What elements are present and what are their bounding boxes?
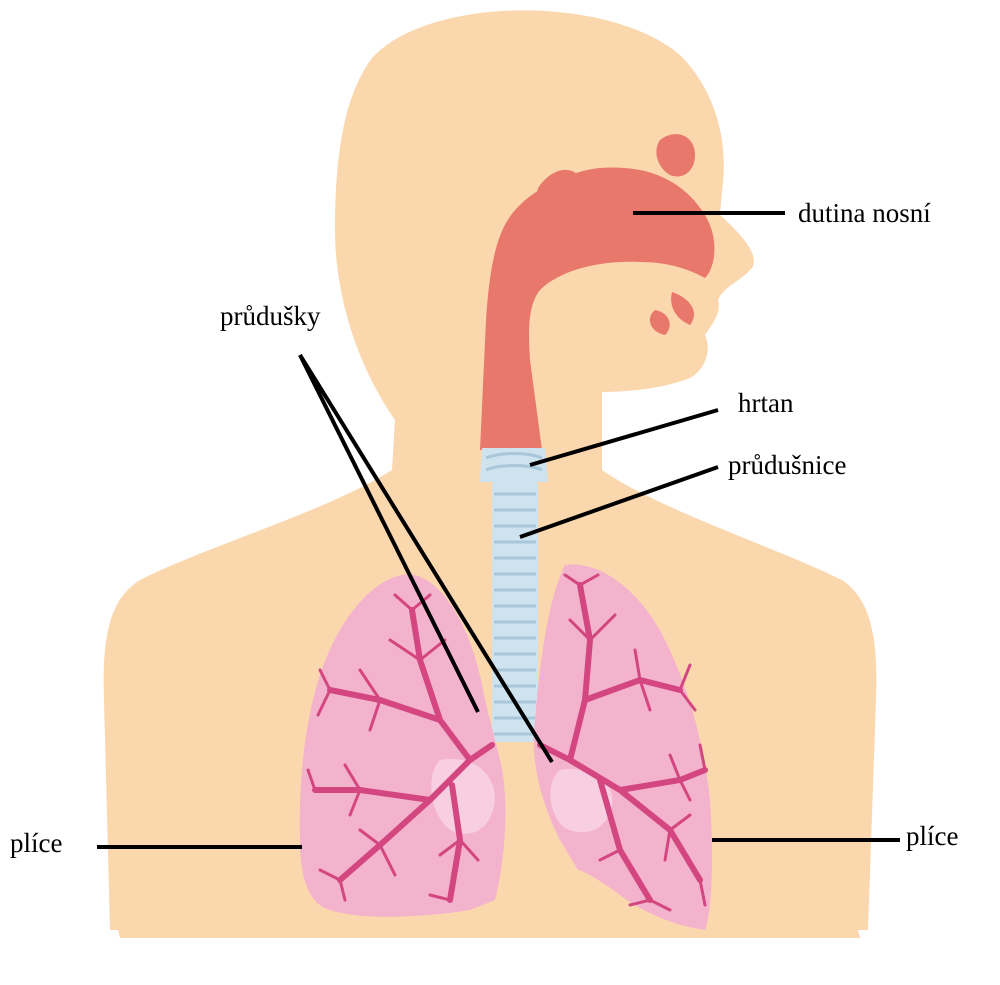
- label-trachea: průdušnice: [728, 452, 846, 479]
- label-lung-left: plíce: [10, 830, 62, 857]
- label-bronchi: průdušky: [220, 303, 321, 330]
- label-lung-right: plíce: [906, 823, 958, 850]
- label-nasal-cavity: dutina nosní: [798, 200, 931, 227]
- label-larynx: hrtan: [738, 390, 793, 417]
